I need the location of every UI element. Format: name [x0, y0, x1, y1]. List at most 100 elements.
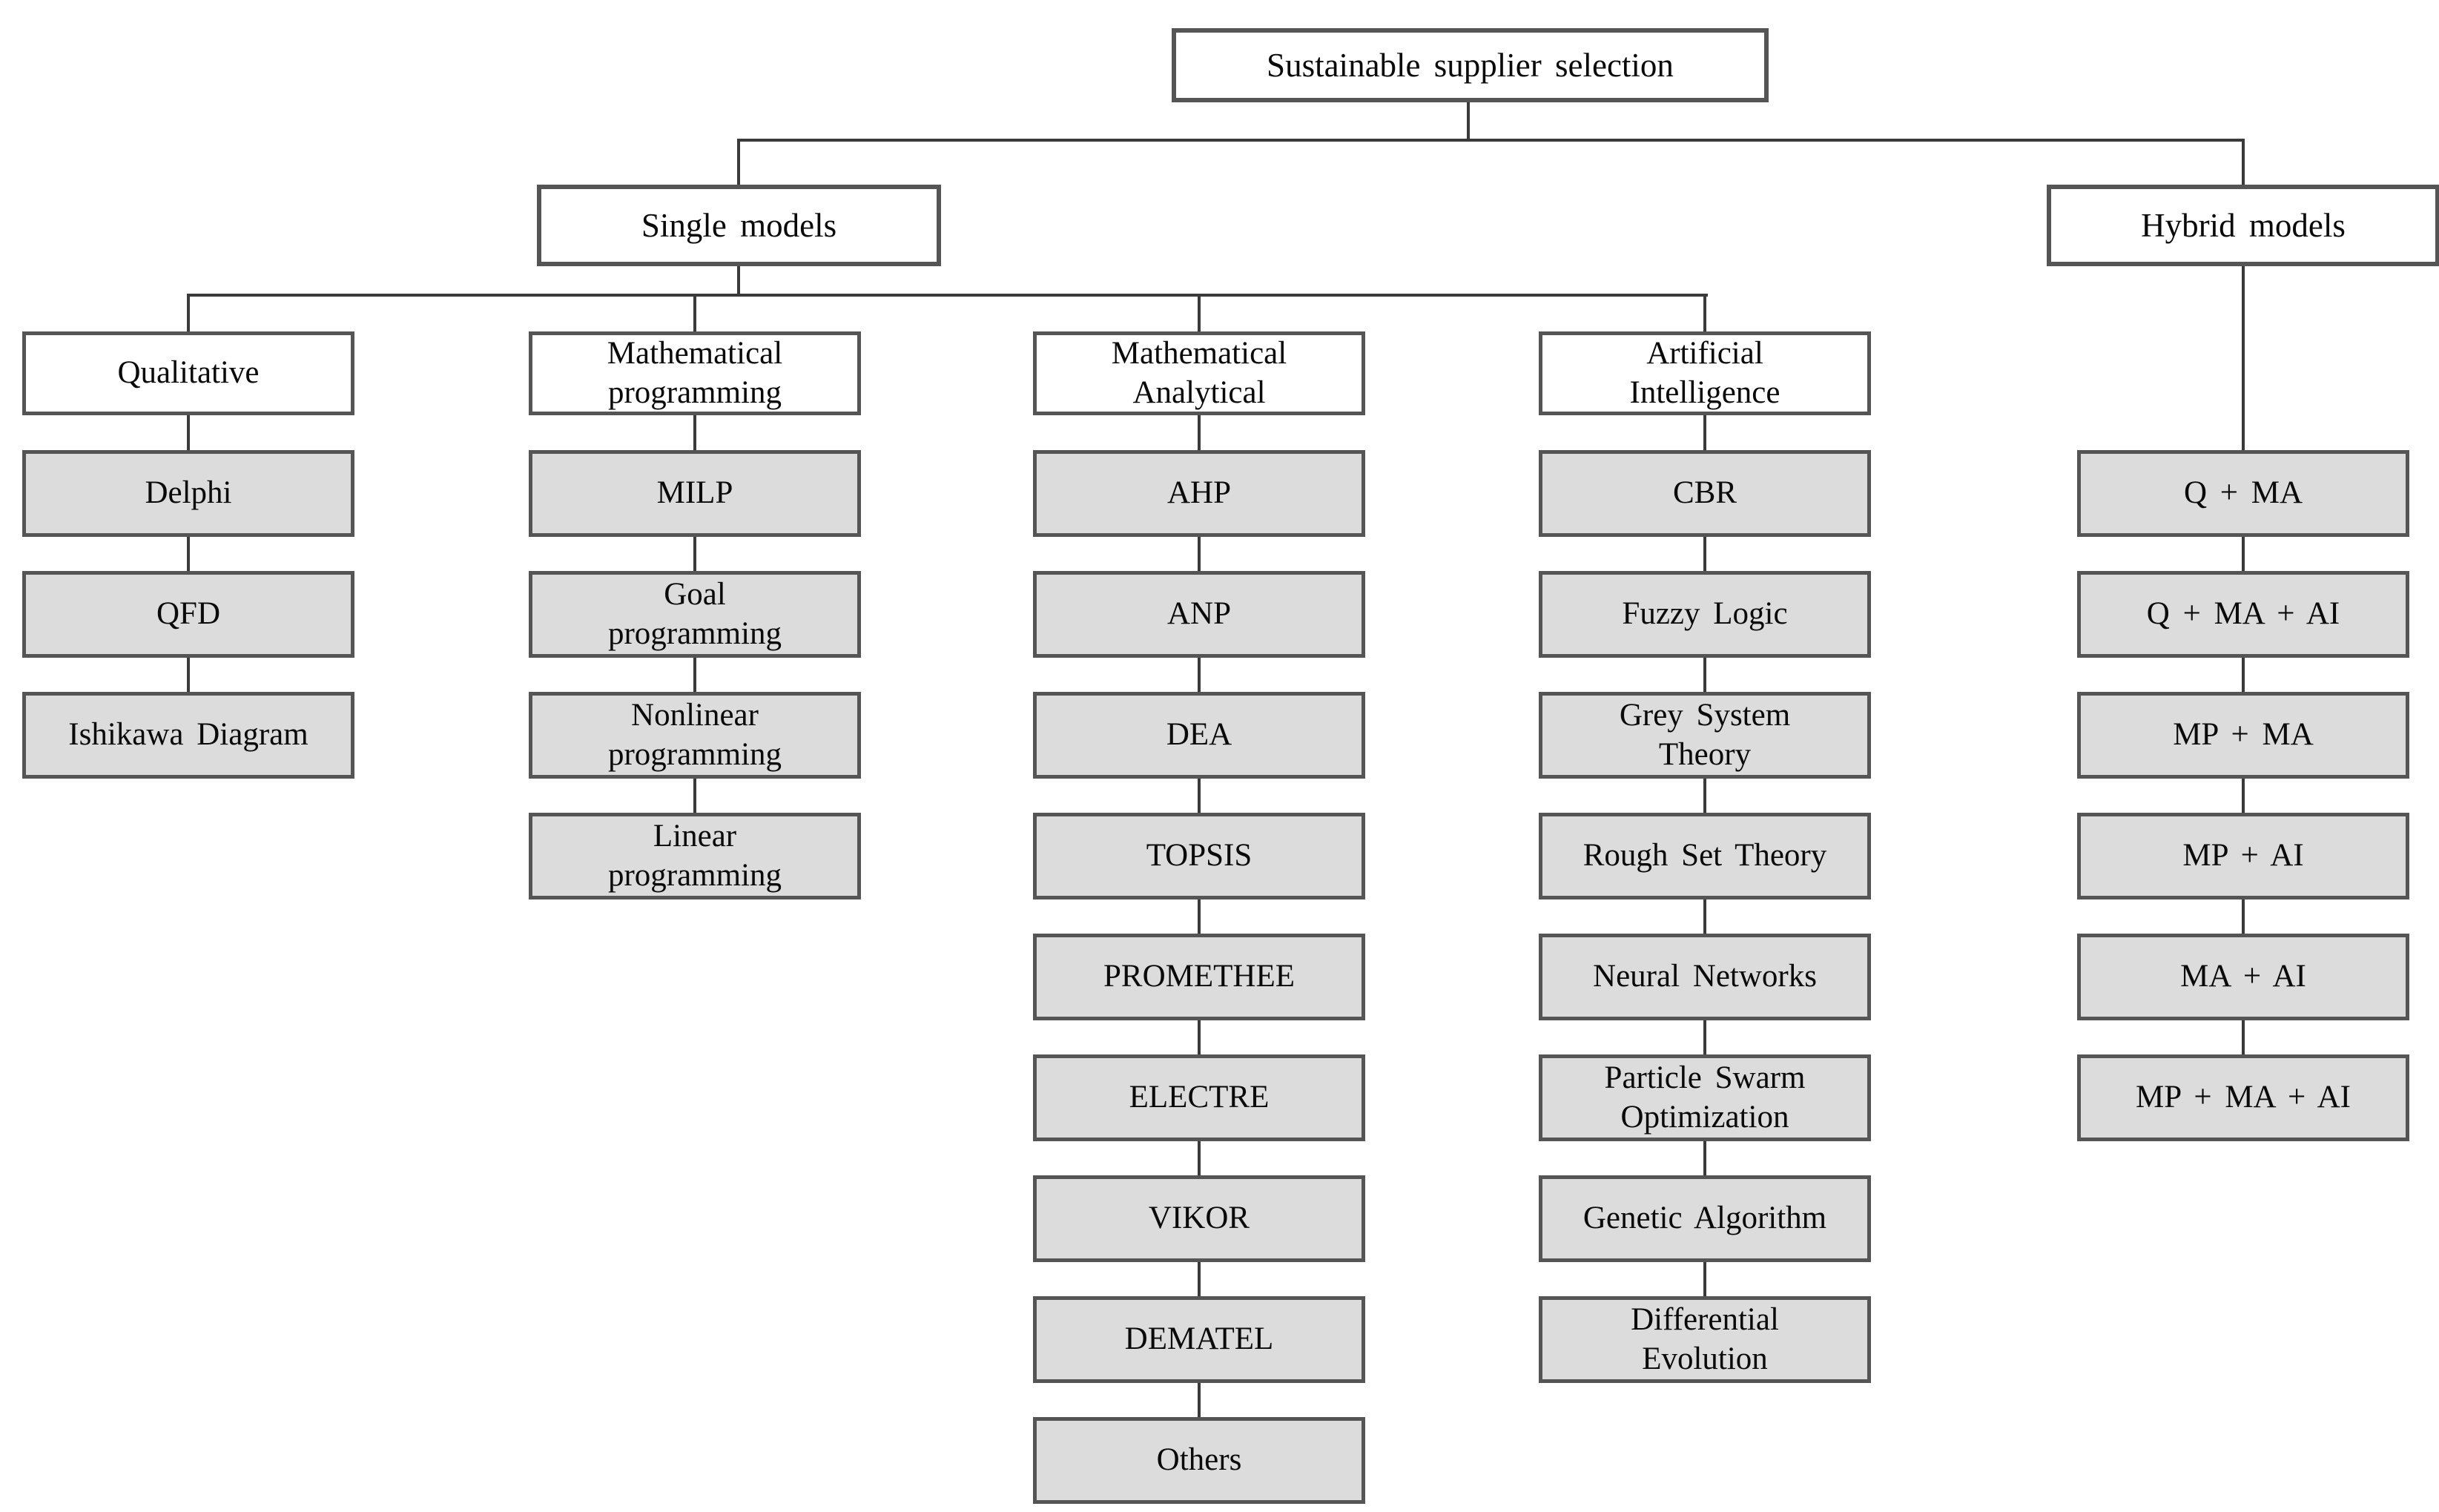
node-q-ma-ai-label: Q + MA + AI — [2146, 596, 2340, 632]
connector — [2242, 658, 2245, 692]
node-cbr-label: CBR — [1672, 475, 1737, 511]
node-ishikawa-diagram-label: Ishikawa Diagram — [68, 717, 308, 753]
node-milp: MILP — [529, 450, 861, 537]
node-electre: ELECTRE — [1033, 1054, 1365, 1141]
node-single-models-label: Single models — [641, 206, 837, 244]
node-mathematical-programming: Mathematical programming — [529, 331, 861, 415]
connector — [1198, 779, 1201, 813]
node-genetic-algorithm: Genetic Algorithm — [1539, 1175, 1871, 1262]
node-fuzzy-logic-label: Fuzzy Logic — [1622, 596, 1788, 632]
node-ishikawa-diagram: Ishikawa Diagram — [22, 692, 354, 779]
node-qfd: QFD — [22, 571, 354, 658]
node-delphi: Delphi — [22, 450, 354, 537]
node-promethee-label: PROMETHEE — [1103, 959, 1295, 994]
node-mp-ma: MP + MA — [2077, 692, 2409, 779]
node-dea: DEA — [1033, 692, 1365, 779]
node-mathematical-analytical: Mathematical Analytical — [1033, 331, 1365, 415]
connector — [1198, 1262, 1201, 1296]
connector-root-drop — [1467, 102, 1470, 142]
node-particle-swarm-optimization-label: Particle Swarm Optimization — [1604, 1060, 1806, 1135]
connector-hybrid-column-drop — [2242, 266, 2245, 450]
connector-mathprog-drop — [693, 294, 696, 331]
node-q-ma-ai: Q + MA + AI — [2077, 571, 2409, 658]
node-mathematical-programming-label: Mathematical programming — [607, 336, 783, 410]
node-root-label: Sustainable supplier selection — [1267, 46, 1674, 84]
connector — [187, 415, 190, 450]
node-grey-system-theory-label: Grey System Theory — [1619, 698, 1791, 772]
connector — [1703, 1262, 1706, 1296]
node-mp-ma-ai-label: MP + MA + AI — [2136, 1080, 2351, 1115]
connector — [187, 658, 190, 692]
connector — [1703, 899, 1706, 934]
connector — [693, 415, 696, 450]
connector — [1198, 1020, 1201, 1054]
connector-mathana-drop — [1198, 294, 1201, 331]
node-cbr: CBR — [1539, 450, 1871, 537]
node-mathematical-analytical-label: Mathematical Analytical — [1111, 336, 1287, 410]
connector — [1198, 415, 1201, 450]
node-ahp: AHP — [1033, 450, 1365, 537]
connector — [1198, 537, 1201, 571]
node-topsis: TOPSIS — [1033, 813, 1365, 899]
node-ma-ai: MA + AI — [2077, 934, 2409, 1020]
node-promethee: PROMETHEE — [1033, 934, 1365, 1020]
node-dematel: DEMATEL — [1033, 1296, 1365, 1383]
connector — [187, 537, 190, 571]
connector — [1198, 1383, 1201, 1417]
node-linear-programming: Linear programming — [529, 813, 861, 899]
node-nonlinear-programming-label: Nonlinear programming — [607, 698, 782, 772]
node-particle-swarm-optimization: Particle Swarm Optimization — [1539, 1054, 1871, 1141]
connector — [2242, 537, 2245, 571]
node-rough-set-theory: Rough Set Theory — [1539, 813, 1871, 899]
node-q-ma: Q + MA — [2077, 450, 2409, 537]
connector — [2242, 1020, 2245, 1054]
node-vikor-label: VIKOR — [1148, 1201, 1250, 1236]
node-mp-ma-ai: MP + MA + AI — [2077, 1054, 2409, 1141]
node-qualitative-label: Qualitative — [117, 355, 260, 391]
node-neural-networks: Neural Networks — [1539, 934, 1871, 1020]
node-artificial-intelligence-label: Artificial Intelligence — [1629, 336, 1780, 410]
connector-single-drop — [737, 139, 740, 185]
node-hybrid-models-label: Hybrid models — [2141, 206, 2346, 244]
connector-level2-bus — [737, 139, 2245, 142]
connector-ai-drop — [1703, 294, 1706, 331]
node-mp-ma-label: MP + MA — [2173, 717, 2314, 753]
node-linear-programming-label: Linear programming — [607, 819, 782, 893]
node-ahp-label: AHP — [1166, 475, 1232, 511]
node-single-models: Single models — [537, 185, 941, 266]
node-genetic-algorithm-label: Genetic Algorithm — [1582, 1201, 1827, 1236]
connector-hybrid-drop — [2242, 139, 2245, 185]
node-rough-set-theory-label: Rough Set Theory — [1582, 838, 1827, 874]
node-hybrid-models: Hybrid models — [2047, 185, 2439, 266]
node-fuzzy-logic: Fuzzy Logic — [1539, 571, 1871, 658]
node-differential-evolution: Differential Evolution — [1539, 1296, 1871, 1383]
connector — [1198, 899, 1201, 934]
node-root: Sustainable supplier selection — [1172, 28, 1769, 102]
connector — [693, 658, 696, 692]
connector — [2242, 779, 2245, 813]
connector — [1198, 1141, 1201, 1175]
node-dea-label: DEA — [1166, 717, 1232, 753]
connector-level3-bus — [187, 294, 1708, 297]
connector — [1703, 779, 1706, 813]
node-vikor: VIKOR — [1033, 1175, 1365, 1262]
node-dematel-label: DEMATEL — [1124, 1321, 1274, 1357]
node-neural-networks-label: Neural Networks — [1593, 959, 1817, 994]
node-goal-programming-label: Goal programming — [607, 577, 782, 651]
node-delphi-label: Delphi — [145, 475, 232, 511]
connector-single-out — [737, 266, 740, 297]
node-differential-evolution-label: Differential Evolution — [1631, 1302, 1779, 1376]
node-artificial-intelligence: Artificial Intelligence — [1539, 331, 1871, 415]
node-nonlinear-programming: Nonlinear programming — [529, 692, 861, 779]
connector — [1198, 658, 1201, 692]
connector-qualitative-drop — [187, 294, 190, 331]
node-q-ma-label: Q + MA — [2183, 475, 2303, 511]
node-others-label: Others — [1156, 1442, 1242, 1478]
connector — [1703, 658, 1706, 692]
connector — [693, 537, 696, 571]
node-electre-label: ELECTRE — [1129, 1080, 1270, 1115]
node-qualitative: Qualitative — [22, 331, 354, 415]
node-milp-label: MILP — [656, 475, 733, 511]
connector — [1703, 415, 1706, 450]
